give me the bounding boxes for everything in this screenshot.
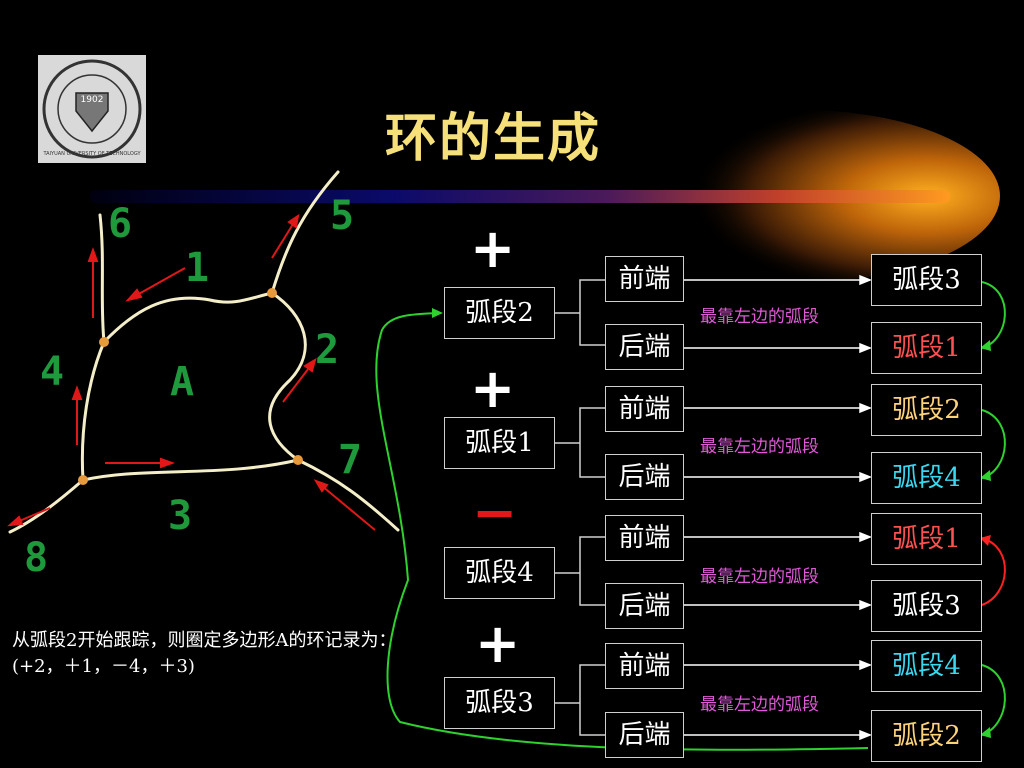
- back-box-group-4: 后端: [605, 712, 684, 758]
- bracket-arrowhead-2: [980, 470, 991, 481]
- bracket-arrowhead-4: [980, 727, 991, 738]
- result-arrows: [684, 274, 873, 741]
- front-box-group-3: 前端: [605, 515, 684, 561]
- university-seal-logo: 1902 TAIYUAN UNIVERSITY OF TECHNOLOGY: [38, 55, 146, 163]
- arc-box-group-3: 弧段4: [444, 547, 555, 599]
- arc-label-8: 8: [24, 535, 49, 581]
- front-result-group-4: 弧段4: [871, 640, 982, 692]
- bracket-3: [981, 537, 1006, 606]
- sign-group-2: +: [470, 357, 516, 420]
- front-result-group-2: 弧段2: [871, 384, 982, 436]
- node-b: [267, 288, 277, 298]
- arc-7: [296, 458, 400, 532]
- arc-label-3: 3: [168, 493, 193, 539]
- arc-label-5: 5: [330, 193, 355, 239]
- front-box-group-4: 前端: [605, 643, 684, 689]
- front-result-group-3: 弧段1: [871, 513, 982, 565]
- bracket-arrowhead-1: [980, 340, 991, 351]
- node-c: [293, 455, 303, 465]
- arc-3: [81, 458, 300, 482]
- note-group-1: 最靠左边的弧段: [700, 307, 819, 327]
- arc-5: [270, 170, 340, 295]
- svg-text:1902: 1902: [81, 95, 104, 105]
- title-underline-bar: [90, 190, 950, 203]
- arc-label-7: 7: [338, 437, 363, 483]
- region-label-a: A: [170, 359, 195, 405]
- arc-label-6: 6: [108, 201, 133, 247]
- note-group-3: 最靠左边的弧段: [700, 567, 819, 587]
- arc-box-group-1: 弧段2: [444, 287, 555, 339]
- direction-arrows: [7, 213, 376, 531]
- arc-2: [268, 291, 307, 462]
- arc-label-2: 2: [315, 327, 340, 373]
- bracket-arrowhead-3: [980, 535, 991, 546]
- front-result-group-1: 弧段3: [871, 254, 982, 306]
- seal-icon: 1902 TAIYUAN UNIVERSITY OF TECHNOLOGY: [42, 59, 142, 159]
- back-result-group-3: 弧段3: [871, 580, 982, 632]
- back-result-group-2: 弧段4: [871, 452, 982, 504]
- arc-1: [102, 291, 274, 344]
- front-box-group-2: 前端: [605, 386, 684, 432]
- back-box-group-2: 后端: [605, 454, 684, 500]
- arc-4: [80, 340, 106, 482]
- svg-text:TAIYUAN UNIVERSITY OF TECHNOLO: TAIYUAN UNIVERSITY OF TECHNOLOGY: [42, 151, 141, 157]
- sign-group-1: +: [470, 217, 516, 280]
- bracket-2: [981, 409, 1006, 479]
- front-box-group-1: 前端: [605, 256, 684, 302]
- back-box-group-1: 后端: [605, 324, 684, 370]
- bracket-1: [981, 281, 1006, 349]
- arc-box-group-2: 弧段1: [444, 417, 555, 469]
- tree-connectors: [555, 279, 605, 736]
- arc-label-1: 1: [185, 245, 210, 291]
- sign-group-4: +: [475, 612, 521, 675]
- sign-group-3: −: [472, 481, 518, 544]
- note-group-2: 最靠左边的弧段: [700, 437, 819, 457]
- back-result-group-1: 弧段1: [871, 322, 982, 374]
- arc-label-4: 4: [40, 349, 65, 395]
- bracket-links: [981, 281, 1006, 736]
- arc-box-group-4: 弧段3: [444, 677, 555, 729]
- loop-back-arrowhead: [432, 308, 443, 318]
- back-result-group-4: 弧段2: [871, 710, 982, 762]
- arc-6: [98, 213, 106, 344]
- slide-title: 环的生成: [385, 109, 602, 169]
- node-a: [99, 337, 109, 347]
- nodes: [78, 288, 303, 485]
- back-box-group-3: 后端: [605, 583, 684, 629]
- bracket-4: [981, 664, 1006, 736]
- node-d: [78, 475, 88, 485]
- ring-record-caption: 从弧段2开始跟踪，则圈定多边形A的环记录为：(+2，＋1，－4，＋3): [12, 630, 397, 677]
- note-group-4: 最靠左边的弧段: [700, 695, 819, 715]
- arc-network: [8, 170, 400, 534]
